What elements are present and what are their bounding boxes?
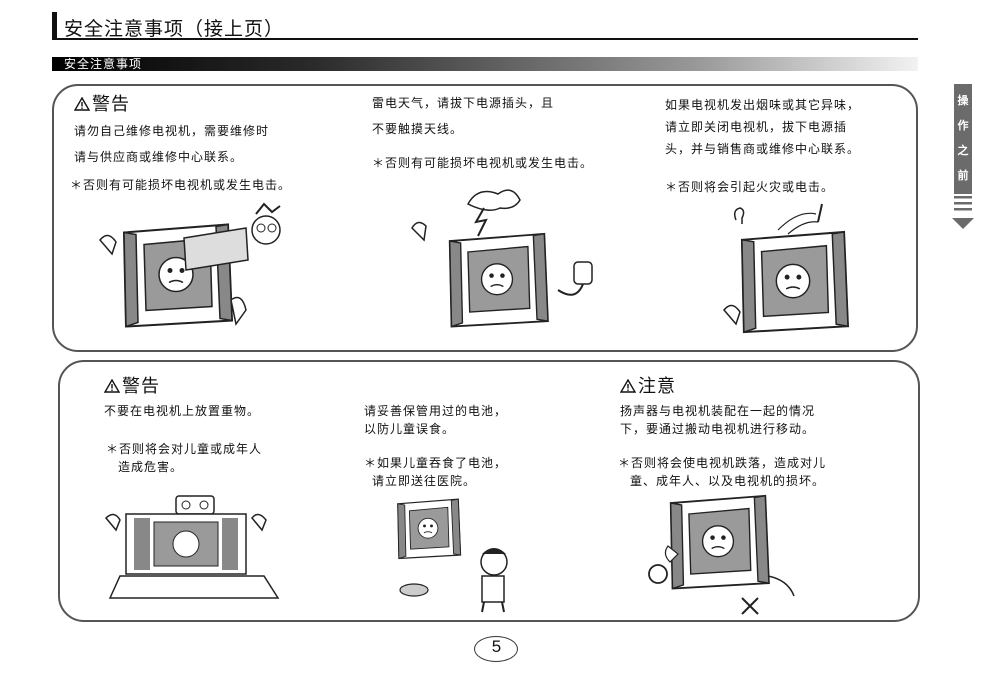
section-label: 安全注意事项 — [64, 57, 143, 71]
caution-note: ＊否则将会引起火灾或电击。 — [665, 180, 835, 194]
header-rule — [52, 38, 918, 40]
tv-carry-illustration — [648, 494, 795, 615]
instruction-line: 请与供应商或维修中心联系。 — [74, 150, 244, 164]
instruction-line: 不要在电视机上放置重物。 — [104, 404, 261, 418]
correct-mark-icon — [648, 564, 668, 584]
tv-lightning-illustration — [411, 189, 593, 328]
caution-note: ＊如果儿童吞食了电池， — [364, 456, 508, 470]
caution-heading: 注意 — [620, 372, 676, 398]
warning-heading: 警告 — [74, 90, 130, 116]
instruction-line: 雷电天气，请拔下电源插头，且 — [372, 96, 555, 110]
tv-battery-illustration — [396, 498, 508, 613]
instruction-line: 扬声器与电视机装配在一起的情况 — [620, 404, 816, 418]
header-accent-bar — [52, 12, 57, 38]
side-chapter-tab: 操 作 之 前 — [954, 84, 972, 194]
page-title: 安全注意事项（接上页） — [64, 18, 285, 40]
section-band — [52, 57, 918, 71]
caution-note: ＊否则有可能损坏电视机或发生电击。 — [70, 178, 292, 192]
caution-note: 童、成年人、以及电视机的损坏。 — [630, 474, 826, 488]
warning-heading-text: 警告 — [92, 94, 130, 115]
page-number: 5 — [491, 637, 502, 656]
caution-note: 造成危害。 — [118, 460, 184, 474]
caution-note: 请立即送往医院。 — [372, 474, 477, 488]
wrong-mark-icon — [741, 597, 759, 615]
warning-triangle-icon — [74, 97, 90, 111]
caution-note: ＊否则将会使电视机跌落，造成对儿 — [618, 456, 827, 470]
instruction-line: 下，要通过搬动电视机进行移动。 — [620, 422, 816, 436]
caution-note: ＊否则将会对儿童或成年人 — [106, 442, 263, 456]
warning-heading: 警告 — [104, 372, 160, 398]
page-number-oval — [474, 636, 518, 662]
tv-heavy-object-illustration — [104, 495, 280, 599]
tv-repair-illustration — [99, 202, 281, 328]
warning-triangle-icon — [104, 379, 120, 393]
warning-heading-text: 警告 — [122, 376, 160, 397]
instruction-line: 请立即关闭电视机，拔下电源插 — [665, 120, 848, 134]
instruction-line: 如果电视机发出烟味或其它异味， — [665, 98, 861, 112]
side-tab-char: 前 — [957, 169, 969, 182]
instruction-line: 头，并与销售商或维修中心联系。 — [665, 142, 861, 156]
instruction-line: 请妥善保管用过的电池， — [364, 404, 508, 418]
caution-heading-text: 注意 — [638, 376, 676, 397]
side-tab-char: 之 — [957, 144, 969, 157]
side-tab-char: 作 — [957, 119, 969, 132]
caution-triangle-icon — [620, 379, 636, 393]
caution-note: ＊否则有可能损坏电视机或发生电击。 — [372, 156, 594, 170]
side-tab-lines-icon — [954, 196, 972, 211]
side-tab-char: 操 — [957, 94, 969, 107]
side-tab-arrow-icon — [952, 218, 974, 229]
instruction-line: 请勿自己维修电视机，需要维修时 — [74, 124, 270, 138]
tv-smoke-illustration — [723, 203, 850, 334]
instruction-line: 以防儿童误食。 — [364, 422, 456, 436]
instruction-line: 不要触摸天线。 — [372, 122, 464, 136]
